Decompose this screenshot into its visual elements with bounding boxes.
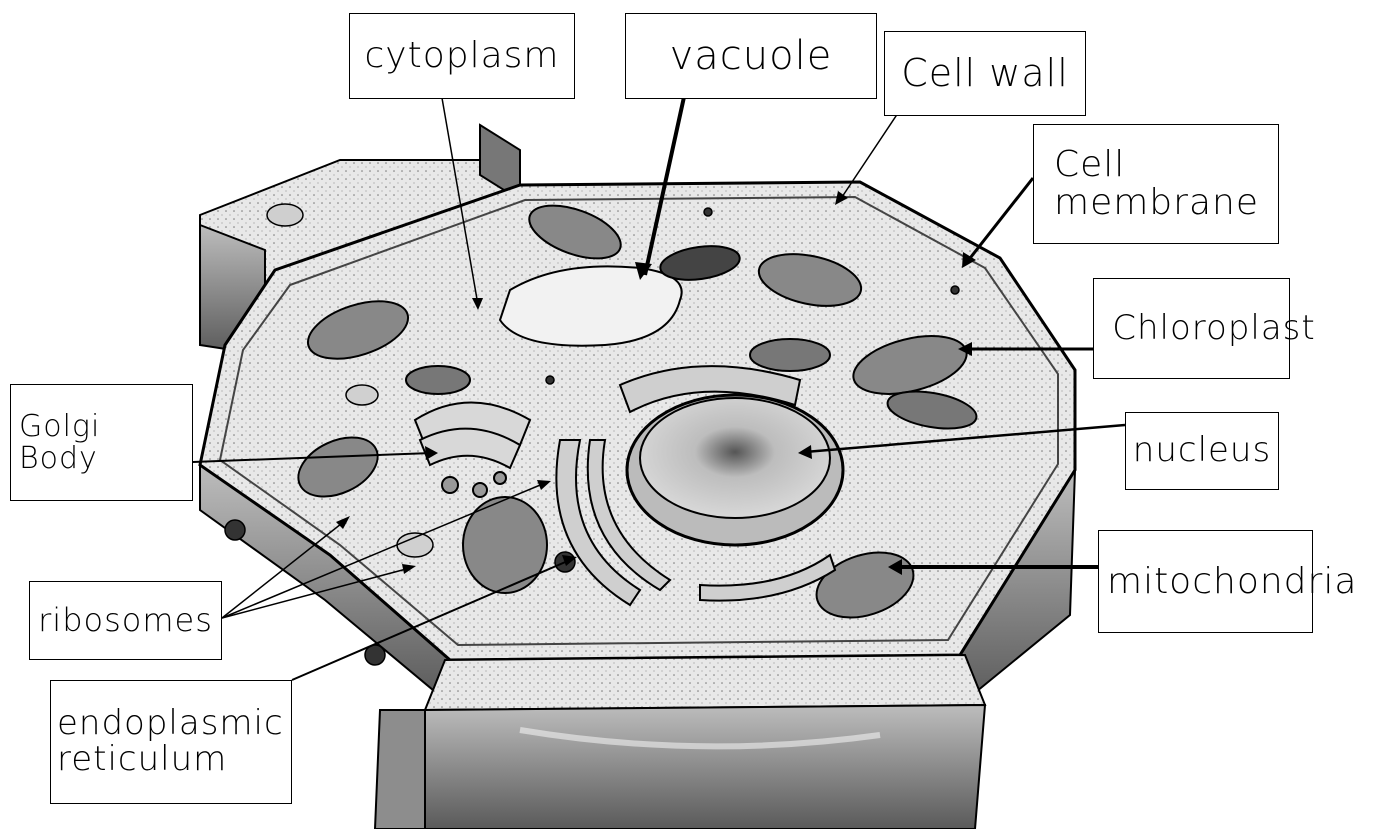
label-cell-wall-text: Cell wall <box>885 32 1085 115</box>
label-mitochondria: mitochondria <box>1098 530 1313 633</box>
label-cell-wall: Cell wall <box>884 31 1086 116</box>
label-golgi-body-text: Golgi Body <box>11 385 200 500</box>
label-vacuole-text: vacuole <box>626 14 876 98</box>
label-vacuole: vacuole <box>625 13 877 99</box>
cell-membrane-pointer <box>967 178 1033 262</box>
label-endoplasmic-reticulum-text: endoplasmic reticulum <box>51 681 297 803</box>
nucleus-shape <box>627 395 843 545</box>
label-cell-membrane-text: Cell membrane <box>1034 125 1298 243</box>
label-golgi-body: Golgi Body <box>10 384 193 501</box>
label-chloroplast-text: Chloroplast <box>1094 279 1334 378</box>
label-nucleus: nucleus <box>1125 412 1279 490</box>
wall-fragment-front <box>375 655 985 829</box>
label-ribosomes-text: ribosomes <box>30 582 221 659</box>
label-endoplasmic-reticulum: endoplasmic reticulum <box>50 680 292 804</box>
label-chloroplast: Chloroplast <box>1093 278 1290 379</box>
label-cytoplasm-text: cytoplasm <box>350 14 574 98</box>
label-nucleus-text: nucleus <box>1126 413 1278 489</box>
label-mitochondria-text: mitochondria <box>1099 531 1376 632</box>
label-ribosomes: ribosomes <box>29 581 222 660</box>
label-cell-membrane: Cell membrane <box>1033 124 1279 244</box>
label-cytoplasm: cytoplasm <box>349 13 575 99</box>
